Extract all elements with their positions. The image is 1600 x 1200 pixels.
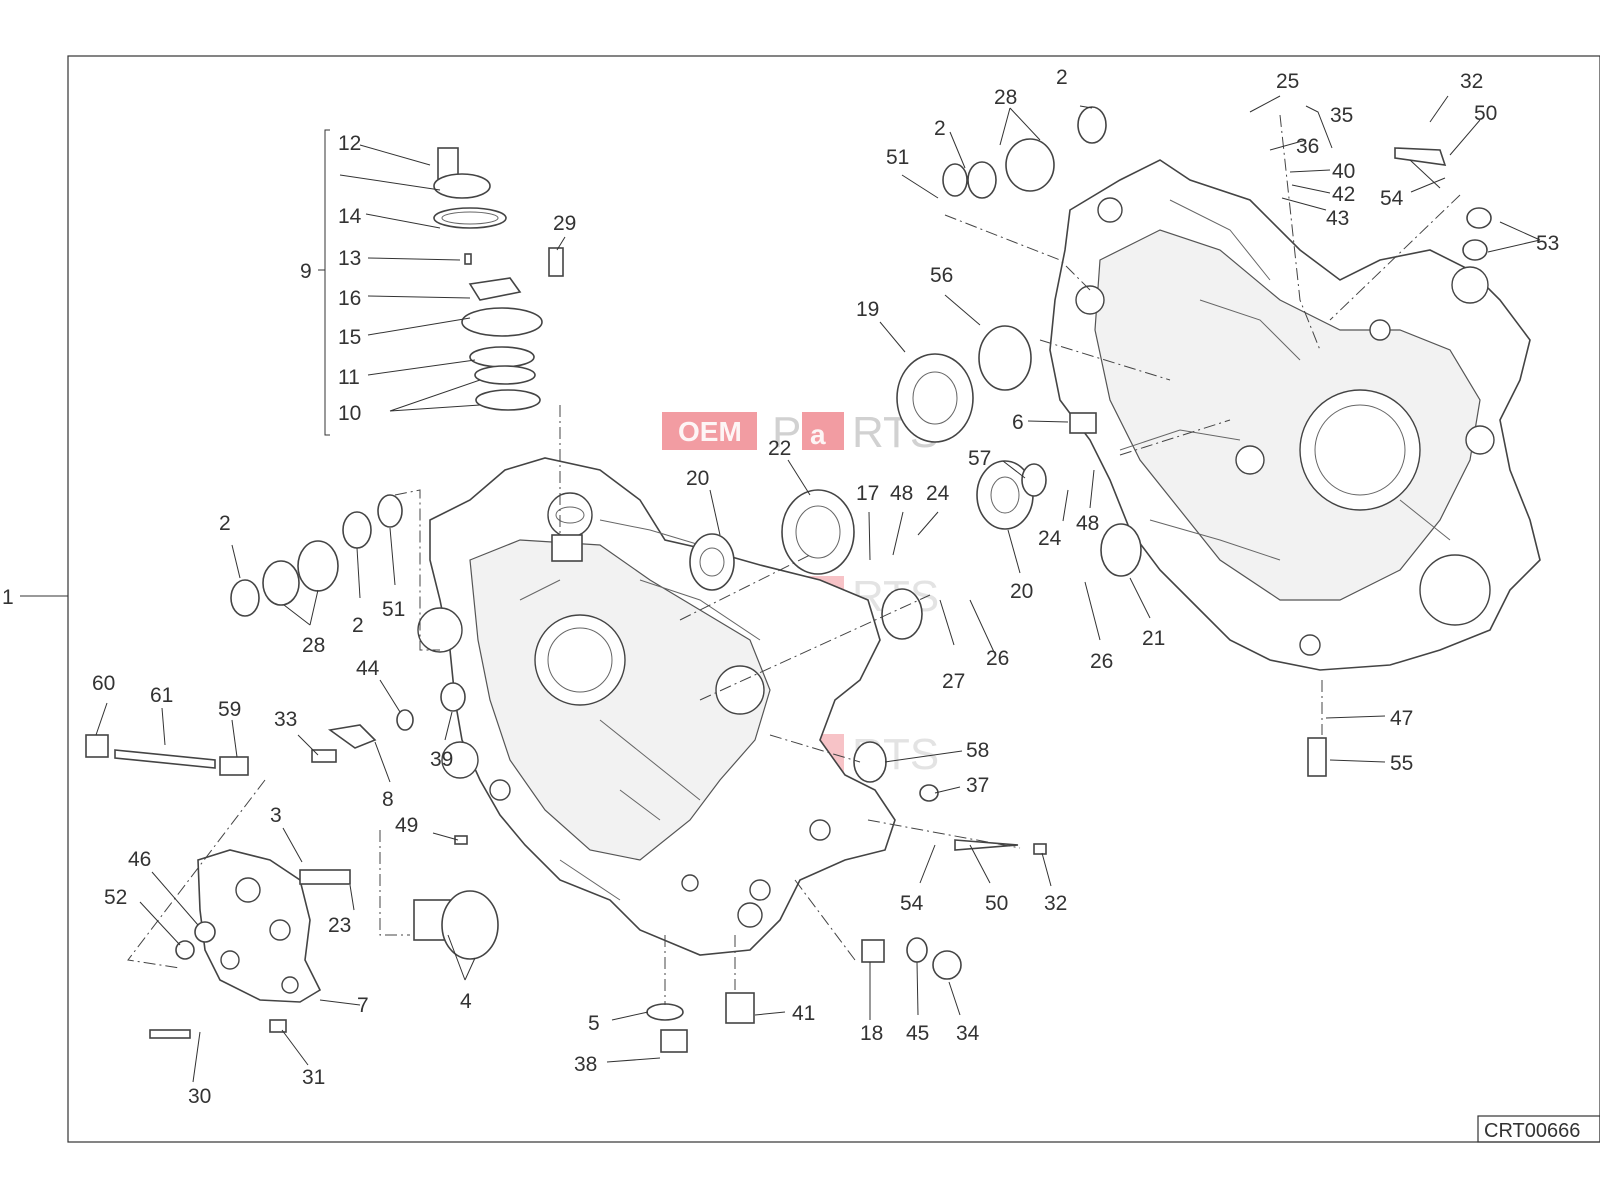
right-crankcase-half	[1049, 159, 1541, 671]
callout-32-bottom: 32	[1044, 892, 1067, 915]
drawing-code-box	[1477, 1115, 1600, 1143]
callout-6: 6	[1012, 411, 1024, 434]
callout-3: 3	[270, 804, 282, 827]
callout-8: 8	[382, 788, 394, 811]
callout-50-bottom: 50	[985, 892, 1008, 915]
callout-28-right: 28	[994, 86, 1017, 109]
callout-49: 49	[395, 814, 418, 837]
watermark: OEM P a RTS	[662, 408, 939, 457]
callout-24-left: 24	[926, 482, 950, 505]
callout-42: 42	[1332, 183, 1355, 206]
callout-47: 47	[1390, 707, 1413, 730]
callout-57: 57	[968, 447, 991, 470]
callout-48-right: 48	[1076, 512, 1099, 535]
callout-28-left: 28	[302, 634, 325, 657]
callout-36: 36	[1296, 135, 1319, 158]
callout-61: 61	[150, 684, 173, 707]
callout-52: 52	[104, 886, 127, 909]
callout-55: 55	[1390, 752, 1413, 775]
callout-46: 46	[128, 848, 151, 871]
callout-2-left-top: 2	[219, 512, 231, 535]
callout-2-right-b: 2	[1056, 66, 1068, 89]
callout-41: 41	[792, 1002, 815, 1025]
callout-15: 15	[338, 326, 361, 349]
left-crankcase-half	[417, 457, 896, 956]
callout-13: 13	[338, 247, 361, 270]
callout-53: 53	[1536, 232, 1559, 255]
callout-25: 25	[1276, 70, 1299, 93]
callout-59: 59	[218, 698, 241, 721]
callout-37: 37	[966, 774, 989, 797]
callout-45: 45	[906, 1022, 929, 1045]
callout-4: 4	[460, 990, 472, 1013]
callout-9: 9	[300, 260, 312, 283]
diagram-frame	[67, 55, 1600, 1143]
callout-40: 40	[1332, 160, 1355, 183]
callout-5: 5	[588, 1012, 600, 1035]
misc-small-parts	[85, 147, 1447, 1053]
oil-pump-housing	[197, 849, 322, 1003]
callout-22: 22	[768, 437, 791, 460]
callout-51-right: 51	[886, 146, 909, 169]
callout-27: 27	[942, 670, 965, 693]
callout-2-left-bottom: 2	[352, 614, 364, 637]
callout-17: 17	[856, 482, 879, 505]
callout-48-left: 48	[890, 482, 913, 505]
callout-50-top: 50	[1474, 102, 1497, 125]
callout-33: 33	[274, 708, 297, 731]
callout-14: 14	[338, 205, 362, 228]
callout-34: 34	[956, 1022, 980, 1045]
callout-20-left: 20	[686, 467, 709, 490]
callout-56: 56	[930, 264, 953, 287]
callout-38: 38	[574, 1053, 597, 1076]
callout-35: 35	[1330, 104, 1353, 127]
callout-39: 39	[430, 748, 453, 771]
right-bearing-stack	[896, 106, 1492, 777]
callout-32-top: 32	[1460, 70, 1483, 93]
callout-12: 12	[338, 132, 361, 155]
callout-44: 44	[356, 657, 380, 680]
callout-60: 60	[92, 672, 115, 695]
svg-text:OEM: OEM	[678, 416, 742, 447]
callout-2-right-a: 2	[934, 117, 946, 140]
callout-54-bottom: 54	[900, 892, 924, 915]
callout-43: 43	[1326, 207, 1349, 230]
callout-11: 11	[338, 366, 360, 389]
callout-7: 7	[357, 994, 369, 1017]
callout-51-left: 51	[382, 598, 405, 621]
callout-23: 23	[328, 914, 351, 937]
callout-26-right: 26	[1090, 650, 1113, 673]
callout-16: 16	[338, 287, 361, 310]
callout-30: 30	[188, 1085, 211, 1108]
callout-10: 10	[338, 402, 361, 425]
callout-29: 29	[553, 212, 576, 235]
callout-19: 19	[856, 298, 879, 321]
callout-1: 1	[2, 586, 14, 609]
callout-58: 58	[966, 739, 989, 762]
callout-21: 21	[1142, 627, 1165, 650]
assembly-lines	[127, 114, 1461, 1005]
callout-18: 18	[860, 1022, 883, 1045]
left-bearing-stack	[230, 489, 923, 783]
drawing-code: CRT00666	[1484, 1120, 1580, 1142]
svg-text:a: a	[810, 419, 826, 450]
callout-54-top: 54	[1380, 187, 1404, 210]
callout-24-right: 24	[1038, 527, 1062, 550]
svg-text:P: P	[772, 408, 801, 457]
callout-20-right: 20	[1010, 580, 1033, 603]
callout-31: 31	[302, 1066, 325, 1089]
callout-leaders	[95, 95, 1541, 1083]
callout-labels: 1 12 14 9 13 16 15 11 10 29 2 28 2 51 60…	[2, 66, 1559, 1108]
breather-valve-assembly	[433, 147, 564, 411]
callout-26-left: 26	[986, 647, 1009, 670]
